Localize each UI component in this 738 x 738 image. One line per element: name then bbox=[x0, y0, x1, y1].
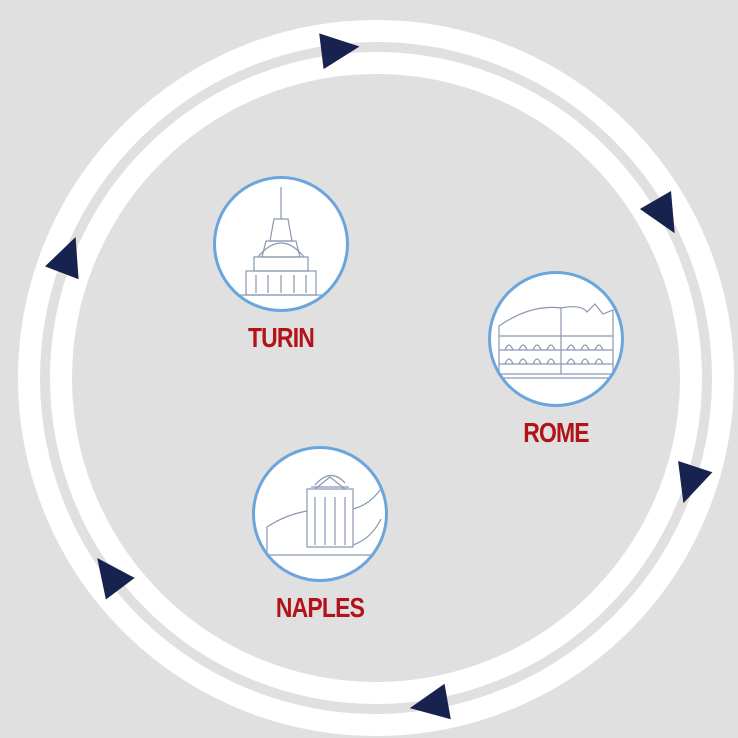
city-label-naples: NAPLES bbox=[275, 592, 365, 623]
city-label-rome: ROME bbox=[523, 417, 589, 448]
cycle-arrows bbox=[45, 33, 713, 720]
arrow-icon-3 bbox=[678, 461, 713, 504]
outer-ring bbox=[18, 20, 734, 736]
arrow-icon-2 bbox=[639, 191, 675, 234]
city-rome: ROME bbox=[486, 271, 626, 449]
colosseum-sketch-icon bbox=[495, 303, 617, 379]
arrow-icon-1 bbox=[319, 33, 360, 70]
city-label-turin: TURIN bbox=[247, 322, 315, 353]
mole-antonelliana-sketch-icon bbox=[226, 187, 336, 296]
naples-medallion bbox=[252, 446, 388, 582]
city-turin: TURIN bbox=[211, 176, 351, 354]
arrow-icon-5 bbox=[97, 558, 135, 600]
rome-medallion bbox=[488, 271, 624, 407]
city-naples: NAPLES bbox=[250, 446, 390, 624]
turin-medallion bbox=[213, 176, 349, 312]
inner-ring bbox=[50, 52, 702, 704]
arrow-icon-6 bbox=[45, 237, 79, 280]
arrow-icon-4 bbox=[409, 683, 451, 720]
piazza-plebiscito-sketch-icon bbox=[259, 474, 382, 556]
